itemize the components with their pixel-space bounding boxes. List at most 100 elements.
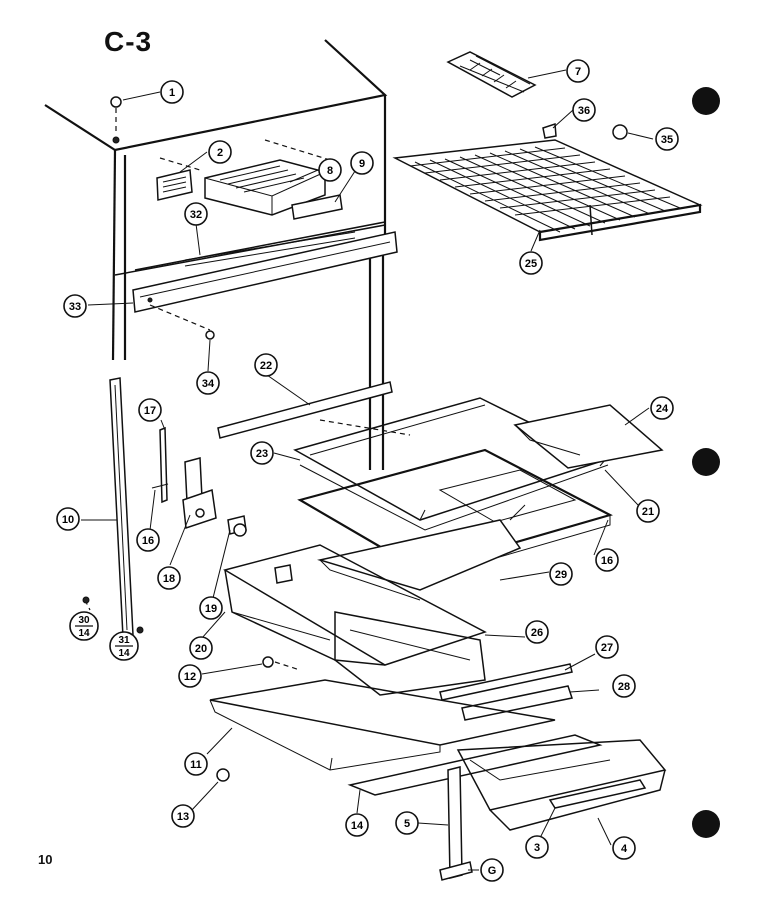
callout-16: 16 bbox=[136, 528, 160, 552]
callout-28: 28 bbox=[612, 674, 636, 698]
callout-number: 13 bbox=[177, 811, 189, 823]
callout-circle bbox=[519, 251, 543, 275]
callout-number: 18 bbox=[163, 573, 175, 585]
callout-13: 13 bbox=[171, 804, 195, 828]
shelf-stud bbox=[612, 124, 628, 140]
callout-circle bbox=[318, 158, 342, 182]
binder-hole-bottom bbox=[692, 810, 720, 838]
callout-number: 26 bbox=[531, 627, 543, 639]
callout-circle bbox=[525, 835, 549, 859]
callout-circle bbox=[136, 528, 160, 552]
callout-number: 5 bbox=[404, 818, 410, 830]
callout-circle bbox=[345, 813, 369, 837]
callout-number: 14 bbox=[351, 820, 364, 832]
callout-circle bbox=[636, 499, 660, 523]
callout-circle bbox=[138, 398, 162, 422]
callout-20: 20 bbox=[189, 636, 213, 660]
binder-hole-middle bbox=[692, 448, 720, 476]
callout-19: 19 bbox=[199, 596, 223, 620]
callout-16: 16 bbox=[595, 548, 619, 572]
callout-circle bbox=[157, 566, 181, 590]
callout-circle bbox=[480, 858, 504, 882]
callout-32: 32 bbox=[184, 202, 208, 226]
callout-circle bbox=[655, 127, 679, 151]
callout-circle bbox=[549, 562, 573, 586]
front-rail bbox=[132, 231, 398, 340]
callout-number: 10 bbox=[62, 514, 74, 526]
callout-2: 2 bbox=[208, 140, 232, 164]
callout-26: 26 bbox=[525, 620, 549, 644]
callout-number: 17 bbox=[144, 405, 156, 417]
callout-25: 25 bbox=[519, 251, 543, 275]
fraction-denominator: 14 bbox=[78, 628, 90, 639]
callout-number: 8 bbox=[327, 165, 333, 177]
callout-circle bbox=[199, 596, 223, 620]
callout-circle bbox=[612, 674, 636, 698]
shelf-clip bbox=[542, 122, 557, 139]
callout-circle bbox=[525, 620, 549, 644]
callout-27: 27 bbox=[595, 635, 619, 659]
screw bbox=[110, 96, 122, 144]
callout-circle bbox=[160, 80, 184, 104]
callout-35: 35 bbox=[655, 127, 679, 151]
ice-tray bbox=[446, 51, 537, 98]
callout-3: 3 bbox=[525, 835, 549, 859]
callout-8: 8 bbox=[318, 158, 342, 182]
callout-number: 21 bbox=[642, 506, 654, 518]
callout-number: 32 bbox=[190, 209, 202, 221]
glass-shelf-assembly bbox=[217, 381, 664, 601]
callout-number: 9 bbox=[359, 158, 365, 170]
callout-number: 12 bbox=[184, 671, 196, 683]
callout-number: 3 bbox=[534, 842, 540, 854]
callout-circle bbox=[254, 353, 278, 377]
callout-number: 16 bbox=[601, 555, 613, 567]
callout-number: 1 bbox=[169, 87, 175, 99]
callout-circle bbox=[178, 664, 202, 688]
door-trim-strip bbox=[82, 377, 144, 638]
callout-number: 25 bbox=[525, 258, 537, 270]
callout-circle bbox=[184, 202, 208, 226]
hinge-assembly bbox=[151, 426, 247, 537]
callout-21: 21 bbox=[636, 499, 660, 523]
callout-number: 16 bbox=[142, 535, 154, 547]
callout-18: 18 bbox=[157, 566, 181, 590]
drawer-rails bbox=[439, 663, 573, 721]
callout-circle bbox=[63, 294, 87, 318]
callout-number: 2 bbox=[217, 147, 223, 159]
callout-24: 24 bbox=[650, 396, 674, 420]
callout-circle bbox=[612, 836, 636, 860]
callout-G: G bbox=[480, 858, 504, 882]
callout-number: 33 bbox=[69, 301, 81, 313]
freezer-wire-shelf bbox=[392, 139, 703, 242]
callout-circle bbox=[196, 371, 220, 395]
callout-circle bbox=[572, 98, 596, 122]
callout-1: 1 bbox=[160, 80, 184, 104]
meat-drawer bbox=[347, 734, 667, 831]
callout-number: 28 bbox=[618, 681, 630, 693]
callout-number: 22 bbox=[260, 360, 272, 372]
callout-circle bbox=[189, 636, 213, 660]
callout-circle bbox=[395, 811, 419, 835]
callout-9: 9 bbox=[350, 151, 374, 175]
callout-circle bbox=[184, 752, 208, 776]
crisper-cover bbox=[209, 656, 556, 771]
callout-circle bbox=[171, 804, 195, 828]
leader-lines bbox=[81, 69, 654, 871]
callout-36: 36 bbox=[572, 98, 596, 122]
fraction-denominator: 14 bbox=[118, 648, 130, 659]
support-leg bbox=[216, 766, 473, 881]
callout-23: 23 bbox=[250, 441, 274, 465]
callout-number: 20 bbox=[195, 643, 207, 655]
callout-number: 4 bbox=[621, 843, 628, 855]
callout-number: 24 bbox=[656, 403, 669, 415]
callout-number: 7 bbox=[575, 66, 581, 78]
fraction-numerator: 31 bbox=[118, 635, 130, 646]
callout-number: 29 bbox=[555, 569, 567, 581]
callout-number: 27 bbox=[601, 642, 613, 654]
callout-12: 12 bbox=[178, 664, 202, 688]
callout-14: 14 bbox=[345, 813, 369, 837]
